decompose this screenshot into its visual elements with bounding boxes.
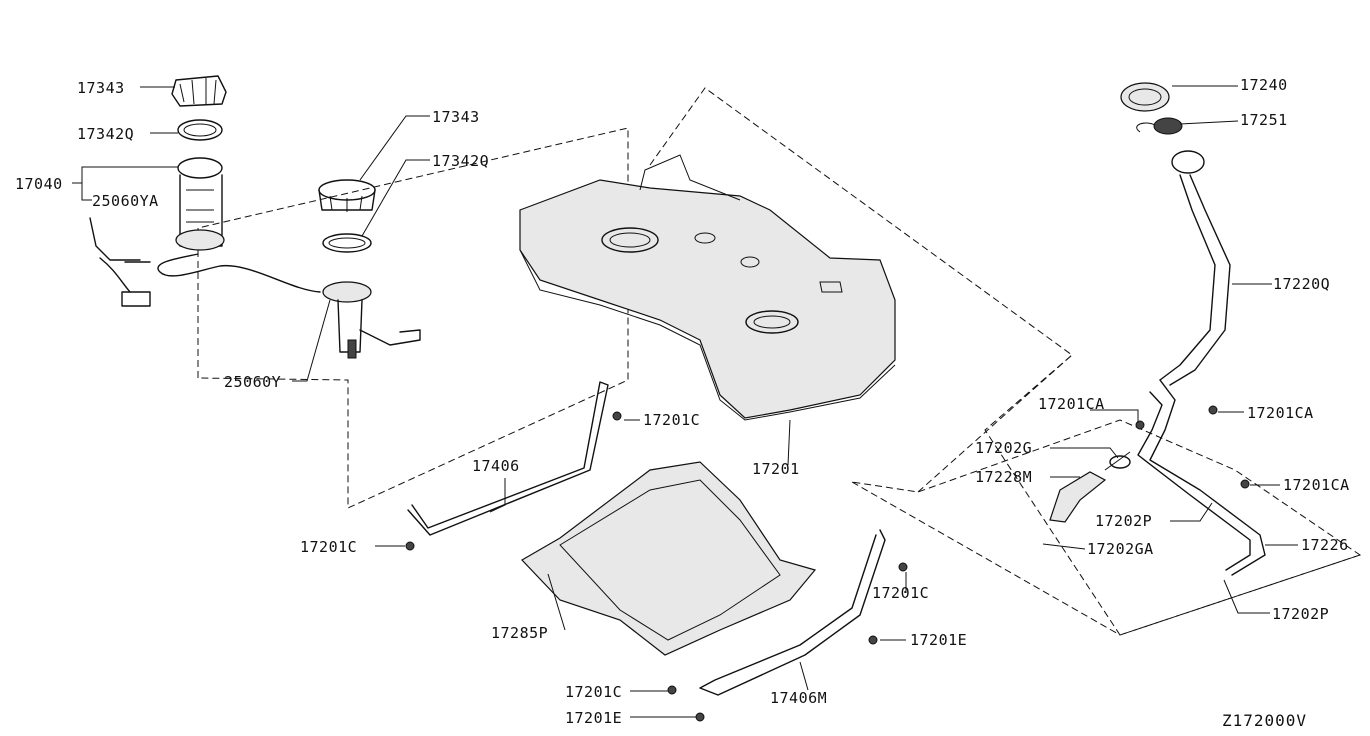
bolts [405, 405, 1250, 722]
tank-strap-right [699, 529, 886, 696]
callout-17343-middle: 17343 [432, 108, 480, 126]
callout-17201c-bottom: 17201C [565, 683, 623, 701]
callout-17201ca-lower: 17201CA [1283, 476, 1350, 494]
heat-shield [521, 461, 817, 656]
fuel-tank [519, 154, 896, 421]
callout-17251: 17251 [1240, 111, 1288, 129]
callout-17406: 17406 [472, 457, 520, 475]
callout-17342q-middle: 17342Q [432, 152, 490, 170]
callout-17226: 17226 [1301, 536, 1349, 554]
callout-17201: 17201 [752, 460, 800, 478]
filler-dashed-outline [851, 419, 1362, 636]
callout-17228m: 17228M [975, 468, 1033, 486]
filler-neck-assembly [1049, 82, 1266, 576]
callout-17201c-left: 17201C [300, 538, 358, 556]
callout-17240: 17240 [1240, 76, 1288, 94]
callout-25060ya: 25060YA [92, 192, 159, 210]
callout-17220q: 17220Q [1273, 275, 1331, 293]
callout-17201c-right: 17201C [872, 584, 930, 602]
heat-shield-inner [559, 479, 781, 641]
callout-17040: 17040 [15, 175, 63, 193]
callout-17202p-lower: 17202P [1272, 605, 1330, 623]
callout-17202p-upper: 17202P [1095, 512, 1153, 530]
diagram-code: Z172000V [1222, 711, 1308, 730]
callout-17202g: 17202G [975, 439, 1033, 457]
callout-17201ca-right: 17201CA [1247, 404, 1314, 422]
fuel-pump-module-left [89, 75, 321, 307]
tank-dashed-outline [649, 87, 1361, 636]
callout-17342q-left: 17342Q [77, 125, 135, 143]
callout-17343-left: 17343 [77, 79, 125, 97]
pump-assembly-dashed-outline [197, 127, 629, 509]
leader-lines [72, 85, 1298, 718]
callout-17201ca-left: 17201CA [1038, 395, 1105, 413]
callout-25060y: 25060Y [224, 373, 282, 391]
callout-17406m: 17406M [770, 689, 828, 707]
tank-strap-left [407, 381, 609, 536]
callout-17202ga: 17202GA [1087, 540, 1154, 558]
callout-17285p: 17285P [491, 624, 549, 642]
callout-17201e-right: 17201E [910, 631, 968, 649]
callout-17201e-bottom: 17201E [565, 709, 623, 727]
callout-17201c-top: 17201C [643, 411, 701, 429]
fuel-pump-module-middle [318, 179, 421, 359]
filler-dashed-outline-2 [917, 354, 1073, 493]
